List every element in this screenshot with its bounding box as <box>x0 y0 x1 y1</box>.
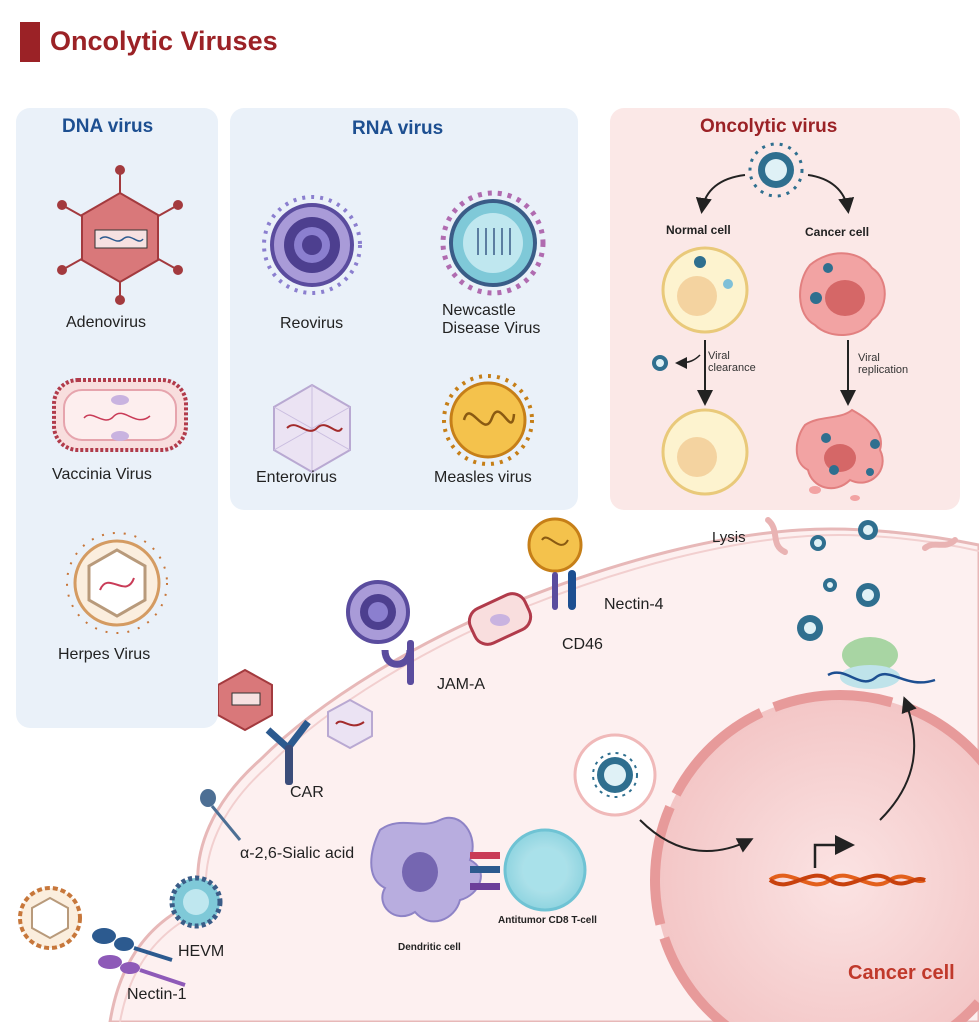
normal-cell-icon <box>661 246 749 334</box>
vaccinia-virus-bound-icon <box>467 592 533 646</box>
adenovirus-bound-icon <box>217 668 311 785</box>
label-nectin4: Nectin-4 <box>604 596 664 613</box>
ndv-bound-icon <box>169 875 223 929</box>
measles-virus-bound-icon <box>527 517 583 610</box>
label-ndv: Newcastle Disease Virus <box>442 302 541 338</box>
title-bar <box>20 22 40 62</box>
lysis-fragment-2 <box>922 537 958 551</box>
dendritic-cell-icon <box>370 816 482 923</box>
arrow-virus-to-nucleus <box>639 819 754 853</box>
endosome-virus-icon <box>592 752 638 798</box>
label-adenovirus: Adenovirus <box>66 314 147 331</box>
ndv-icon <box>440 190 546 296</box>
rna-panel-heading: RNA virus <box>352 118 444 139</box>
label-herpes: Herpes Virus <box>58 646 151 663</box>
cleared-virus-icon <box>652 355 668 371</box>
released-viruses <box>797 520 880 641</box>
measles-virus-icon <box>442 374 534 466</box>
sialic-acid-icon <box>200 789 242 841</box>
reovirus-bound-icon <box>346 580 414 685</box>
label-normal-cell: Normal cell <box>666 223 731 237</box>
label-nectin1: Nectin-1 <box>127 986 187 1003</box>
label-viral-clearance: Viral clearance <box>708 350 756 375</box>
label-viral-replication: Viral replication <box>858 352 909 377</box>
label-cancer-cell: Cancer cell <box>848 962 955 984</box>
cancer-nucleus <box>650 690 979 1022</box>
lysis-fragment <box>765 517 788 555</box>
lysed-cancer-cell-icon <box>795 408 884 501</box>
label-cancer-cell-panel: Cancer cell <box>805 225 870 239</box>
herpes-virus-icon <box>66 532 168 634</box>
reovirus-icon <box>262 195 362 295</box>
arrow-to-cancer <box>807 174 855 214</box>
enterovirus-bound-icon <box>327 698 373 750</box>
label-reovirus: Reovirus <box>280 315 344 332</box>
enterovirus-icon <box>273 383 351 474</box>
label-sialic-acid: α-2,6-Sialic acid <box>240 845 355 862</box>
arrow-to-normal <box>695 174 746 214</box>
synapse-receptors <box>470 852 500 890</box>
adenovirus-icon <box>57 165 183 305</box>
label-enterovirus: Enterovirus <box>256 469 337 486</box>
herpes-virus-bound-icon <box>18 886 186 987</box>
label-cd46: CD46 <box>562 636 603 653</box>
arrow-nucleus-to-ribosome <box>879 696 917 821</box>
oncolytic-virus-icon <box>748 142 804 198</box>
oncolytic-panel-heading: Oncolytic virus <box>700 116 838 137</box>
label-car: CAR <box>290 784 324 801</box>
infected-cancer-cell-icon <box>799 252 886 337</box>
label-hevm: HEVM <box>178 943 225 960</box>
dna-helix-icon <box>768 835 926 887</box>
label-vaccinia: Vaccinia Virus <box>52 466 152 483</box>
label-cd8-tcell: Antitumor CD8 T-cell <box>498 915 597 926</box>
label-jama: JAM-A <box>437 676 485 693</box>
label-measles: Measles virus <box>434 469 532 486</box>
label-dendritic-cell: Dendritic cell <box>398 942 461 953</box>
vaccinia-virus-icon <box>52 378 188 452</box>
cleared-normal-cell-icon <box>661 408 749 496</box>
cd8-tcell-icon <box>503 828 587 912</box>
dna-panel-heading: DNA virus <box>62 116 154 137</box>
label-lysis: Lysis <box>712 529 746 546</box>
ribosome-icon <box>827 637 936 689</box>
page-title: Oncolytic Viruses <box>50 26 278 56</box>
arrow-clearance-in <box>675 354 701 369</box>
